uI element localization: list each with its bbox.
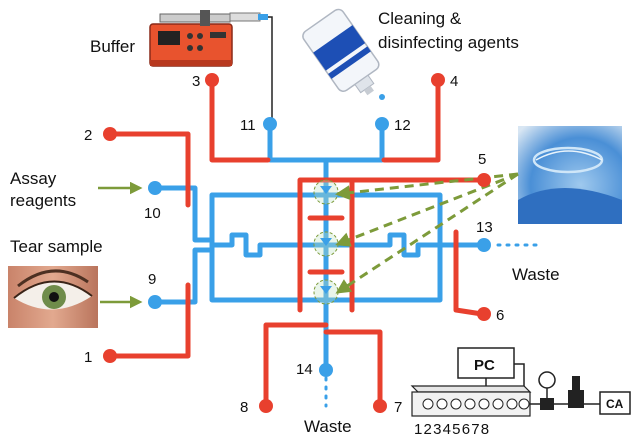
port-9-label: 9 [148, 271, 156, 288]
valve-markers [313, 179, 339, 305]
assay-label-line1: Assay [10, 169, 57, 188]
buffer-label: Buffer [90, 37, 135, 56]
port-14-label: 14 [296, 361, 313, 378]
cleaning-label-line2: disinfecting agents [378, 33, 519, 52]
fluidic-network [152, 123, 487, 373]
port-4-label: 4 [450, 73, 458, 90]
ca-label: CA [606, 397, 624, 411]
pc-label: PC [474, 357, 495, 374]
port-1-label: 1 [84, 349, 92, 366]
waste-bottom-label: Waste [304, 417, 352, 436]
cleaning-label-line1: Cleaning & [378, 9, 462, 28]
valve-manifold-icon [410, 347, 600, 417]
bottle-icon [302, 8, 385, 100]
blue-ports [148, 117, 491, 377]
port-11-label: 11 [240, 117, 256, 134]
valve-numbers-label: 12345678 [414, 421, 490, 438]
port-5-label: 5 [478, 151, 486, 168]
ca-box [599, 391, 631, 415]
port-2-label: 2 [84, 127, 92, 144]
waste-right-label: Waste [512, 265, 560, 284]
pressure-gauge-icon [538, 371, 584, 410]
port-3-label: 3 [192, 73, 200, 90]
tear-sample-label: Tear sample [10, 237, 103, 256]
red-ports [103, 73, 491, 413]
port-8-label: 8 [240, 399, 248, 416]
port-6-label: 6 [496, 307, 504, 324]
port-12-label: 12 [394, 117, 411, 134]
port-7-label: 7 [394, 399, 402, 416]
port-10-label: 10 [144, 205, 161, 222]
eye-icon [8, 266, 98, 328]
assay-label-line2: reagents [10, 191, 76, 210]
syringe-pump-icon [149, 10, 273, 120]
port-13-label: 13 [476, 219, 493, 236]
contact-lens-icon [518, 126, 622, 224]
